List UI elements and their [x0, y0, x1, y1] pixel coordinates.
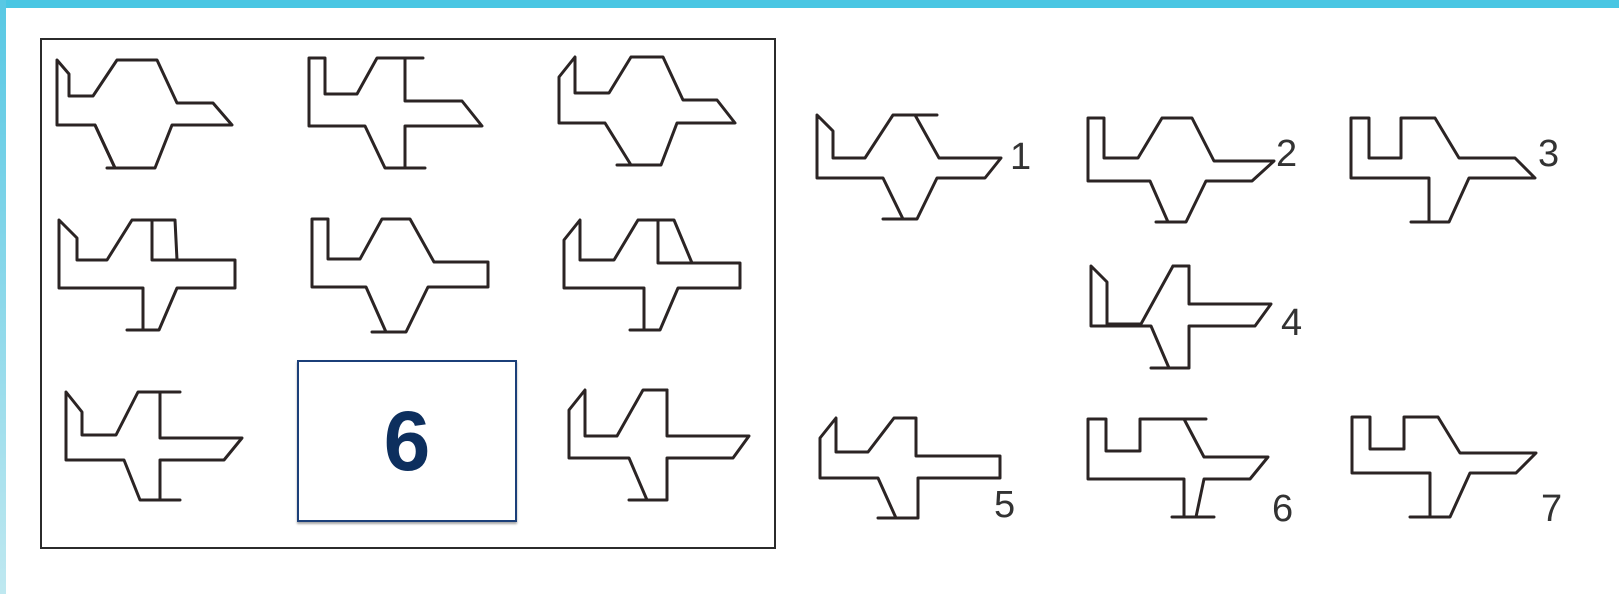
grid-airplane-5-icon — [310, 217, 490, 334]
option-airplane-2-icon[interactable] — [1086, 116, 1276, 226]
puzzle-grid — [40, 38, 776, 549]
grid-airplane-2-icon — [307, 56, 484, 170]
option-label-5: 5 — [994, 484, 1016, 526]
option-label-2: 2 — [1276, 133, 1298, 175]
option-label-7: 7 — [1541, 488, 1563, 530]
answer-box[interactable]: 6 — [297, 360, 517, 522]
grid-airplane-6-icon — [562, 218, 742, 332]
left-frame-bar — [0, 0, 6, 594]
grid-airplane-3-icon — [557, 55, 737, 167]
option-airplane-7-icon[interactable] — [1350, 415, 1540, 525]
option-label-1: 1 — [1010, 136, 1032, 178]
option-airplane-4-icon[interactable] — [1089, 264, 1279, 374]
option-label-6: 6 — [1272, 488, 1294, 530]
option-airplane-3-icon[interactable] — [1349, 116, 1539, 226]
grid-airplane-4-icon — [57, 218, 237, 332]
option-airplane-6-icon[interactable] — [1086, 417, 1276, 527]
option-label-4: 4 — [1281, 302, 1303, 344]
option-airplane-1-icon[interactable] — [815, 113, 1005, 223]
grid-airplane-1-icon — [55, 58, 234, 170]
top-frame-bar — [0, 0, 1619, 8]
option-airplane-5-icon[interactable] — [818, 416, 1008, 526]
grid-airplane-7-icon — [64, 390, 244, 502]
answer-text: 6 — [383, 393, 431, 488]
option-label-3: 3 — [1538, 133, 1560, 175]
grid-airplane-8-icon — [567, 388, 751, 502]
